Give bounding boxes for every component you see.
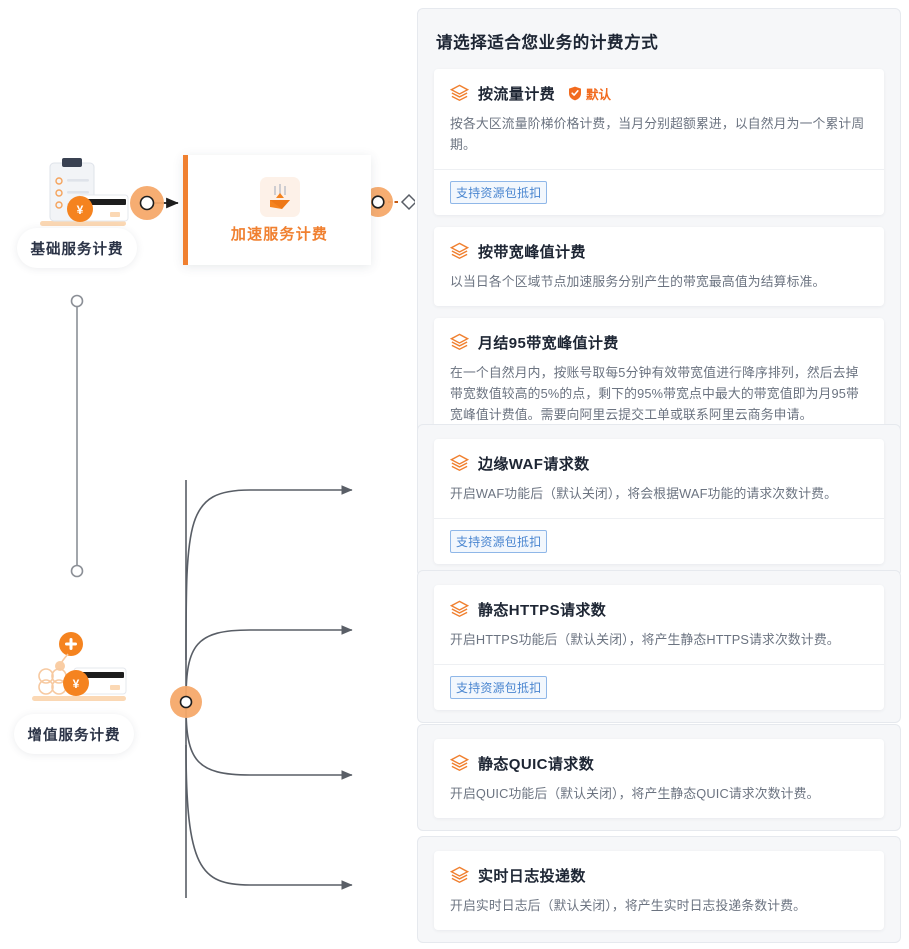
layers-icon [450, 754, 469, 772]
node-label-valueadd: 增值服务计费 [14, 714, 134, 754]
diagram-connectors [70, 186, 415, 898]
card-description: 开启实时日志后（默认关闭），将产生实时日志投递条数计费。 [450, 898, 807, 913]
shield-check-icon [569, 86, 582, 101]
card-title: 静态QUIC请求数 [478, 756, 595, 773]
billing-card-static-https[interactable]: 静态HTTPS请求数 开启HTTPS功能后（默认关闭），将产生静态HTTPS请求… [434, 585, 884, 710]
card-description: 开启QUIC功能后（默认关闭），将产生静态QUIC请求次数计费。 [450, 786, 820, 801]
layers-icon [450, 454, 469, 472]
billing-card-month95[interactable]: 月结95带宽峰值计费 在一个自然月内，按账号取每5分钟有效带宽值进行降序排列，然… [434, 318, 884, 439]
card-title: 静态HTTPS请求数 [478, 602, 607, 619]
clipboard-coin-illustration: ¥ [40, 158, 129, 226]
billing-method-panel: 请选择适合您业务的计费方式 按流量计费 [417, 0, 909, 949]
accel-card-title: 加速服务计费 [230, 225, 329, 243]
layers-icon [450, 242, 469, 260]
basic-label-text: 基础服务计费 [30, 241, 124, 258]
badge-label: 默认 [586, 88, 612, 102]
card-coin-illustration: ¥ [32, 632, 127, 701]
download-accelerate-icon [259, 176, 300, 217]
billing-flow-diagram: ¥ 基础服务计费 加速服务计费 [0, 0, 415, 949]
billing-card-edge-waf[interactable]: 边缘WAF请求数 开启WAF功能后（默认关闭），将会根据WAF功能的请求次数计费… [434, 439, 884, 564]
billing-group-static-https: 静态HTTPS请求数 开启HTTPS功能后（默认关闭），将产生静态HTTPS请求… [417, 570, 901, 723]
card-description: 以当日各个区域节点加速服务分别产生的带宽最高值为结算标准。 [450, 274, 826, 289]
card-title: 月结95带宽峰值计费 [478, 335, 619, 352]
card-description: 开启HTTPS功能后（默认关闭），将产生静态HTTPS请求次数计费。 [450, 632, 840, 647]
card-description: 开启WAF功能后（默认关闭），将会根据WAF功能的请求次数计费。 [450, 486, 838, 501]
card-footer: 支持资源包抵扣 [434, 169, 884, 215]
card-title: 实时日志投递数 [478, 868, 586, 885]
billing-group-edge-waf: 边缘WAF请求数 开启WAF功能后（默认关闭），将会根据WAF功能的请求次数计费… [417, 424, 901, 577]
billing-card-traffic[interactable]: 按流量计费 默认 按各大区流量阶梯价格计费，当月分别超额累进，以自然月为一个累计… [434, 69, 884, 215]
resource-pack-tag[interactable]: 支持资源包抵扣 [450, 181, 548, 204]
card-title: 按带宽峰值计费 [478, 244, 586, 261]
svg-text:¥: ¥ [73, 677, 80, 691]
layers-icon [450, 600, 469, 618]
billing-card-bandwidth-peak[interactable]: 按带宽峰值计费 以当日各个区域节点加速服务分别产生的带宽最高值为结算标准。 [434, 227, 884, 306]
resource-pack-tag[interactable]: 支持资源包抵扣 [450, 676, 548, 699]
page-title: 请选择适合您业务的计费方式 [436, 34, 659, 52]
card-footer: 支持资源包抵扣 [434, 664, 884, 710]
billing-group-static-quic: 静态QUIC请求数 开启QUIC功能后（默认关闭），将产生静态QUIC请求次数计… [417, 724, 901, 831]
card-title: 边缘WAF请求数 [478, 456, 590, 473]
card-title: 按流量计费 [478, 86, 556, 103]
resource-pack-tag[interactable]: 支持资源包抵扣 [450, 530, 548, 553]
layers-icon [450, 333, 469, 351]
card-description: 按各大区流量阶梯价格计费，当月分别超额累进，以自然月为一个累计周期。 [450, 116, 865, 152]
card-description: 在一个自然月内，按账号取每5分钟有效带宽值进行降序排列，然后去掉带宽数值较高的5… [450, 365, 859, 422]
card-footer: 支持资源包抵扣 [434, 518, 884, 564]
layers-icon [450, 84, 469, 102]
status-badge: 默认 [568, 84, 611, 103]
node-label-basic: 基础服务计费 [17, 228, 137, 268]
billing-card-static-quic[interactable]: 静态QUIC请求数 开启QUIC功能后（默认关闭），将产生静态QUIC请求次数计… [434, 739, 884, 818]
billing-group-realtime-log: 实时日志投递数 开启实时日志后（默认关闭），将产生实时日志投递条数计费。 [417, 836, 901, 943]
accel-billing-card[interactable]: 加速服务计费 [183, 155, 371, 265]
svg-text:¥: ¥ [77, 203, 84, 217]
layers-icon [450, 866, 469, 884]
billing-card-realtime-log[interactable]: 实时日志投递数 开启实时日志后（默认关闭），将产生实时日志投递条数计费。 [434, 851, 884, 930]
valueadd-label-text: 增值服务计费 [27, 727, 121, 744]
billing-group-acceleration: 请选择适合您业务的计费方式 按流量计费 [417, 8, 901, 452]
